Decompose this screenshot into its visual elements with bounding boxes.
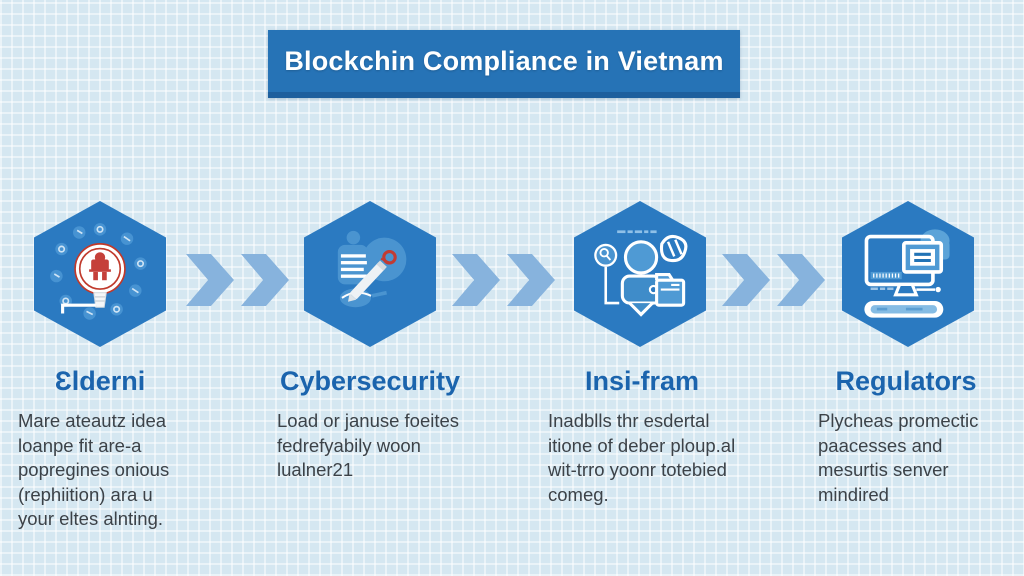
text-line: paacesses and xyxy=(818,434,943,456)
text-line: fedrefyabily woon xyxy=(277,434,421,456)
text-line: lualner21 xyxy=(277,459,354,480)
title-banner: Blockchin Compliance in Vietnam xyxy=(268,30,740,98)
text-line: Mare ateautz idea xyxy=(18,410,167,431)
step-4-hexagon xyxy=(842,201,974,347)
text-line: your eltes alnting. xyxy=(18,508,164,529)
text-line: comeg. xyxy=(548,483,609,505)
step-2-hexagon xyxy=(304,201,436,347)
arrow-chevron xyxy=(452,254,500,306)
step-4-heading: Regulators xyxy=(835,366,977,396)
compliance-bulb-seal-icon xyxy=(50,223,147,320)
text-line: (rephiition) ara u xyxy=(18,483,153,505)
arrow-chevron xyxy=(186,254,234,306)
text-line: wit-trro yoonr totebied xyxy=(548,459,727,480)
text-line: popregines onious xyxy=(18,459,170,480)
step-3-hexagon xyxy=(574,201,706,347)
step-3-heading: Insi-fram xyxy=(584,366,700,396)
text-line: Inadblls thr esdertal xyxy=(548,410,710,431)
wallet-folder-assets-icon xyxy=(594,230,688,317)
text-line: mesurtis senver xyxy=(818,459,949,480)
step-2-description: Load or januse foeites fedrefyabily woon… xyxy=(277,409,459,483)
arrow-chevron xyxy=(507,254,555,306)
page-title: Blockchin Compliance in Vietnam xyxy=(284,45,724,76)
audit-document-pen-icon xyxy=(337,230,407,308)
step-1-description: Mare ateautz idea loanpe fit are-a popre… xyxy=(18,409,169,532)
step-3-description: Inadblls thr esdertal itione of deber pl… xyxy=(548,409,735,507)
text-line: itione of deber ploup.al xyxy=(548,434,736,456)
text-line: loanpe fit are-a xyxy=(18,434,142,456)
text-line: Plycheas promectic xyxy=(818,410,979,431)
arrow-chevron xyxy=(722,254,770,306)
step-1-hexagon xyxy=(34,201,166,347)
text-line: Load or januse foeites xyxy=(277,410,460,431)
regulator-workstation-icon xyxy=(864,229,950,318)
arrow-chevron xyxy=(777,254,825,306)
text-line: mindired xyxy=(818,483,889,505)
step-4-description: Plycheas promectic paacesses and mesurti… xyxy=(818,409,978,507)
step-2-heading: Cybersecurity xyxy=(279,366,461,396)
step-1-heading: Ɛlderni xyxy=(54,366,146,396)
arrow-chevron xyxy=(241,254,289,306)
